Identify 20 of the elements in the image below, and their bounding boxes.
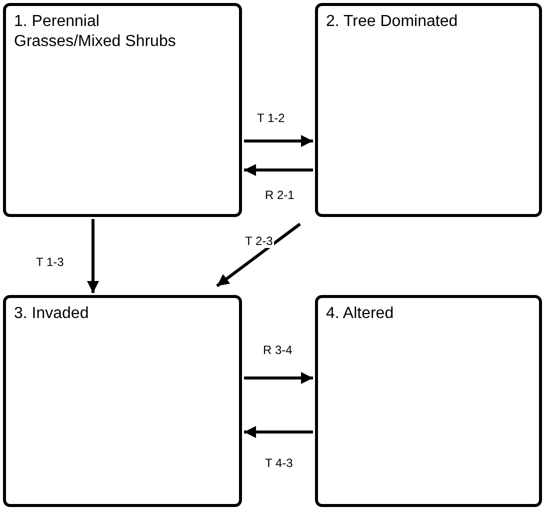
arrow [87,219,99,293]
state-title: 1. Perennial Grasses/Mixed Shrubs [14,12,177,52]
state-box [3,3,242,217]
arrow [244,372,313,384]
state-box [315,3,542,217]
edge-label: T 1-2 [256,111,286,125]
state-box [3,295,242,507]
arrow [244,135,313,147]
state-title: 4. Altered [326,304,395,324]
edge-label: R 3-4 [262,343,294,357]
edge-label: T 1-3 [35,255,65,269]
state-title: 2. Tree Dominated [326,12,459,32]
edge-label: R 2-1 [264,188,296,202]
arrow [244,164,313,176]
edge-label: T 4-3 [264,456,294,470]
edge-label: T 2-3 [244,234,274,248]
arrow [244,426,313,438]
state-box [315,295,542,507]
arrow [216,222,301,288]
state-title: 3. Invaded [14,304,90,324]
